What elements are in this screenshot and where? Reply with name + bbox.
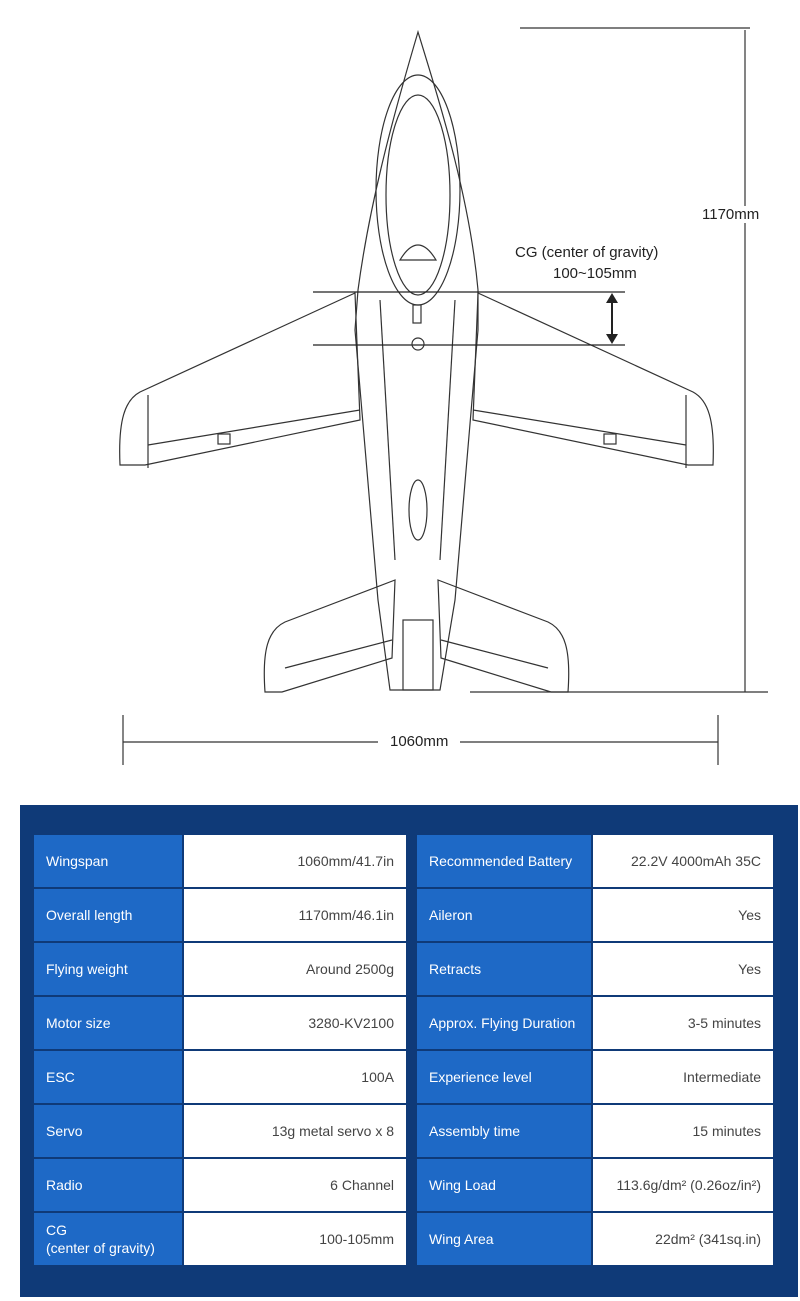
- spec-key: Recommended Battery: [417, 835, 591, 887]
- aircraft-diagram: 1170mm 1060mm CG (center of gravity) 100…: [119, 27, 768, 765]
- right-tailplane: [437, 579, 570, 693]
- spec-value: 100A: [184, 1051, 406, 1103]
- left-wing: [119, 292, 361, 466]
- cg-range: 100~105mm: [553, 265, 637, 282]
- canopy: [375, 74, 461, 306]
- right-wing: [472, 292, 714, 466]
- spec-value: 15 minutes: [593, 1105, 773, 1157]
- spec-key: Radio: [34, 1159, 182, 1211]
- spec-key: Servo: [34, 1105, 182, 1157]
- spec-value: 3-5 minutes: [593, 997, 773, 1049]
- spec-key: Wing Area: [417, 1213, 591, 1265]
- spec-value: 3280-KV2100: [184, 997, 406, 1049]
- spec-value: 13g metal servo x 8: [184, 1105, 406, 1157]
- spec-key: Wingspan: [34, 835, 182, 887]
- spec-key: Wing Load: [417, 1159, 591, 1211]
- spec-key: Approx. Flying Duration: [417, 997, 591, 1049]
- spec-key: Retracts: [417, 943, 591, 995]
- spec-key: Overall length: [34, 889, 182, 941]
- spec-key: Aileron: [417, 889, 591, 941]
- spec-key: Assembly time: [417, 1105, 591, 1157]
- spec-value: 6 Channel: [184, 1159, 406, 1211]
- aircraft-drawing: [119, 27, 768, 765]
- spec-key: CG (center of gravity): [34, 1213, 182, 1265]
- spec-value: 1060mm/41.7in: [184, 835, 406, 887]
- spec-value: Around 2500g: [184, 943, 406, 995]
- spec-value: 22dm² (341sq.in): [593, 1213, 773, 1265]
- spec-value: Intermediate: [593, 1051, 773, 1103]
- spec-key: Experience level: [417, 1051, 591, 1103]
- left-tailplane: [263, 579, 396, 693]
- spec-value: 22.2V 4000mAh 35C: [593, 835, 773, 887]
- wingspan-label: 1060mm: [378, 733, 461, 750]
- cg-title: CG (center of gravity): [515, 244, 659, 261]
- spec-value: Yes: [593, 943, 773, 995]
- spec-key: Flying weight: [34, 943, 182, 995]
- spec-row: CG (center of gravity)100-105mm: [34, 1213, 409, 1265]
- fuselage-outline: [354, 29, 479, 691]
- spec-value: 100-105mm: [184, 1213, 406, 1265]
- spec-key: ESC: [34, 1051, 182, 1103]
- length-label: 1170mm: [702, 206, 760, 223]
- spec-value: Yes: [593, 889, 773, 941]
- spec-value: 113.6g/dm² (0.26oz/in²): [593, 1159, 773, 1211]
- spec-value: 1170mm/46.1in: [184, 889, 406, 941]
- spec-key: Motor size: [34, 997, 182, 1049]
